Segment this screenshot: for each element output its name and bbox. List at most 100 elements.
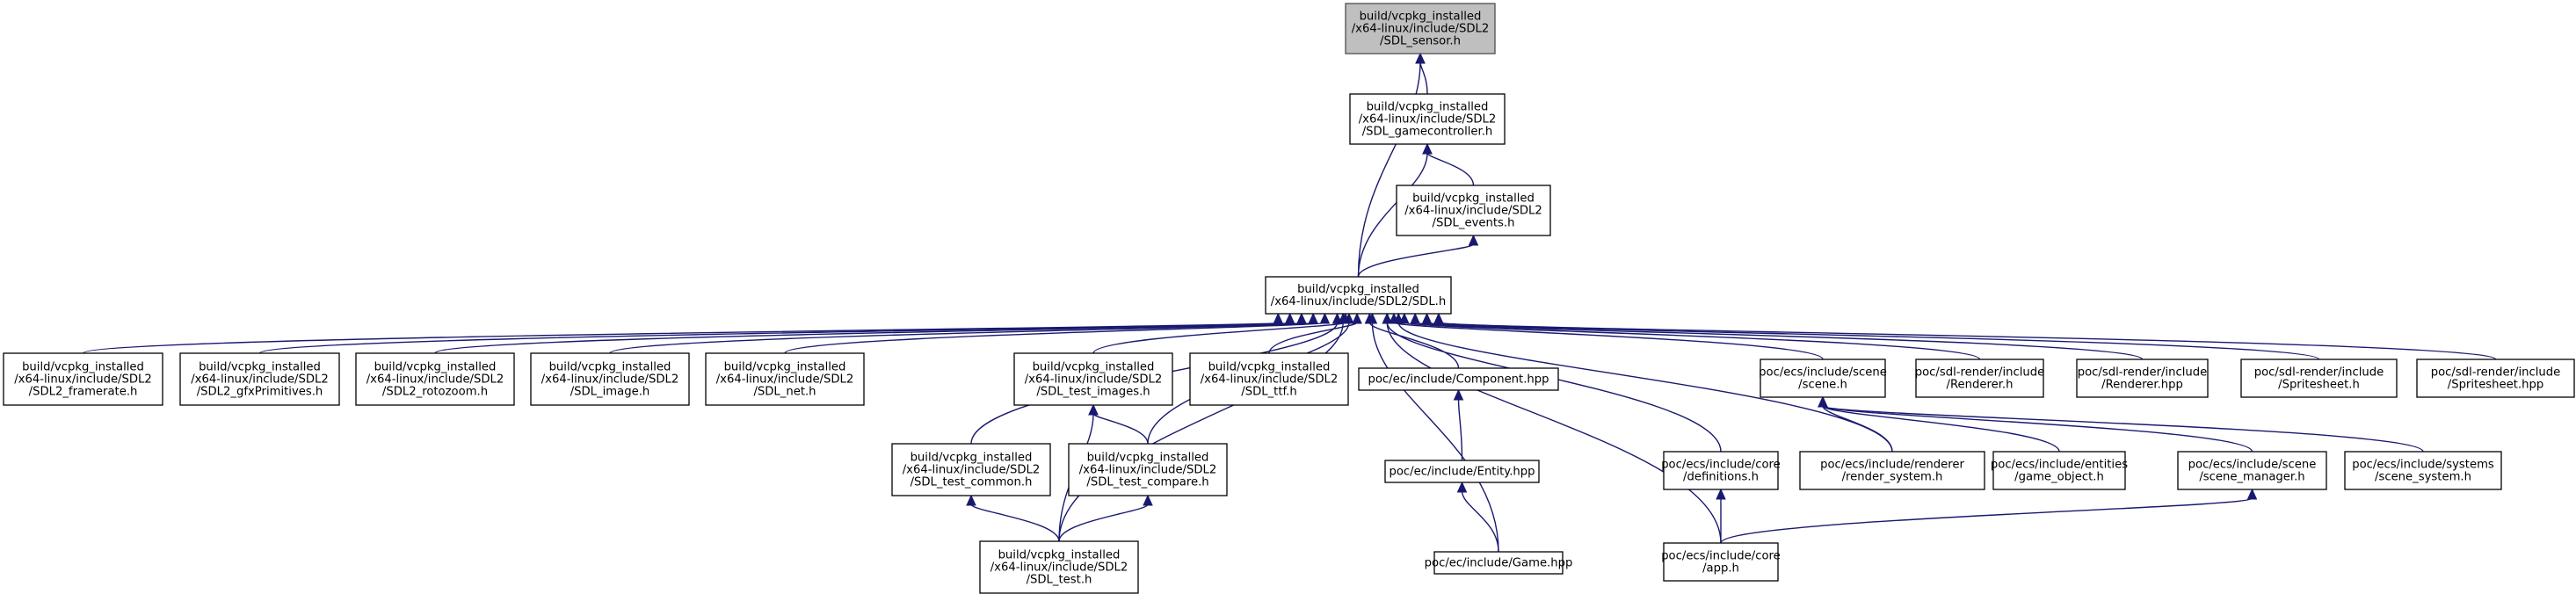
arrowhead-rotozoom-to-sdl: [1296, 312, 1307, 324]
arrowhead-sdl_test-to-test_common: [966, 494, 976, 506]
node-sensor[interactable]: build/vcpkg_installed/x64-linux/include/…: [1345, 3, 1496, 54]
node-gfx[interactable]: build/vcpkg_installed/x64-linux/include/…: [179, 352, 340, 406]
node-label-renderer_hpp-line-1: /Renderer.hpp: [2101, 379, 2183, 392]
node-events[interactable]: build/vcpkg_installed/x64-linux/include/…: [1396, 185, 1551, 236]
arrowhead-sdl-to-sensor: [1415, 52, 1426, 64]
node-box-test_images: [1013, 352, 1173, 406]
node-label-scene-line-0: poc/ecs/include/scene: [1759, 366, 1887, 380]
node-label-events-line-2: /SDL_events.h: [1433, 217, 1515, 230]
node-sdl_test[interactable]: build/vcpkg_installed/x64-linux/include/…: [979, 540, 1139, 594]
edge-gamecontroller-includes-sensor: [1419, 62, 1428, 95]
node-box-gfx: [179, 352, 340, 406]
node-ttf[interactable]: build/vcpkg_installed/x64-linux/include/…: [1189, 352, 1349, 406]
node-scene_system[interactable]: poc/ecs/include/systems/scene_system.h: [2344, 451, 2502, 490]
node-label-gfx-line-0: build/vcpkg_installed: [199, 361, 321, 374]
node-renderer_hpp[interactable]: poc/sdl-render/include/Renderer.hpp: [2076, 359, 2209, 398]
node-label-render_system-line-0: poc/ecs/include/renderer: [1820, 459, 1964, 472]
node-box-component: [1358, 367, 1559, 391]
node-box-sensor: [1345, 3, 1496, 54]
node-box-game: [1433, 551, 1564, 575]
edge-sdl_test-includes-sdl: [1058, 322, 1344, 542]
node-label-spritesheet_h-line-0: poc/sdl-render/include: [2254, 366, 2384, 380]
node-label-definitions-line-0: poc/ecs/include/core: [1661, 459, 1781, 472]
node-spritesheet_h[interactable]: poc/sdl-render/include/Spritesheet.h: [2240, 359, 2398, 398]
node-box-game_object: [1992, 451, 2126, 490]
edge-spritesheet_h-includes-sdl: [1426, 322, 2320, 360]
node-label-framerate-line-1: /x64-linux/include/SDL2: [14, 373, 152, 387]
node-label-sensor-line-0: build/vcpkg_installed: [1360, 11, 1482, 24]
node-framerate[interactable]: build/vcpkg_installed/x64-linux/include/…: [3, 352, 163, 406]
edge-game-includes-sdl: [1371, 322, 1499, 553]
node-test_common[interactable]: build/vcpkg_installed/x64-linux/include/…: [891, 443, 1051, 496]
node-label-test_common-line-0: build/vcpkg_installed: [911, 452, 1033, 465]
arrowhead-game-to-sdl: [1367, 312, 1378, 324]
node-label-rotozoom-line-1: /x64-linux/include/SDL2: [366, 373, 504, 387]
node-label-spritesheet_h-line-1: /Spritesheet.h: [2278, 379, 2360, 392]
node-label-events-line-0: build/vcpkg_installed: [1412, 192, 1535, 206]
node-box-scene_system: [2344, 451, 2502, 490]
node-image[interactable]: build/vcpkg_installed/x64-linux/include/…: [530, 352, 690, 406]
node-label-app-line-0: poc/ecs/include/core: [1661, 550, 1781, 563]
edge-sdl-includes-events: [1357, 243, 1475, 278]
arrowhead-framerate-to-sdl: [1273, 312, 1284, 324]
node-test_compare[interactable]: build/vcpkg_installed/x64-linux/include/…: [1068, 443, 1228, 496]
node-label-gfx-line-2: /SDL2_gfxPrimitives.h: [197, 386, 323, 399]
node-game_object[interactable]: poc/ecs/include/entities/game_object.h: [1991, 451, 2128, 490]
node-label-entity-line-0: poc/ec/include/Entity.hpp: [1389, 466, 1535, 479]
node-renderer_h[interactable]: poc/sdl-render/include/Renderer.h: [1915, 359, 2045, 398]
edge-spritesheet_hpp-includes-sdl: [1438, 322, 2497, 360]
node-label-scene_system-line-0: poc/ecs/include/systems: [2352, 459, 2494, 472]
node-label-rotozoom-line-2: /SDL2_rotozoom.h: [382, 386, 488, 399]
node-definitions[interactable]: poc/ecs/include/core/definitions.h: [1661, 451, 1781, 490]
node-box-gamecontroller: [1349, 93, 1506, 145]
node-sdl[interactable]: build/vcpkg_installed/x64-linux/include/…: [1265, 276, 1452, 315]
edges-layer: [82, 52, 2497, 553]
node-label-spritesheet_hpp-line-1: /Spritesheet.hpp: [2448, 379, 2543, 392]
node-label-scene_manager-line-0: poc/ecs/include/scene: [2188, 459, 2317, 472]
node-label-image-line-1: /x64-linux/include/SDL2: [541, 373, 679, 387]
arrowhead-scene_system-to-scene: [1818, 395, 1828, 408]
edge-sdl_test-includes-test_common: [970, 503, 1060, 542]
arrowhead-gfx-to-sdl: [1284, 312, 1295, 324]
edge-net-includes-sdl: [784, 322, 1326, 354]
node-box-rotozoom: [355, 352, 515, 406]
node-label-image-line-0: build/vcpkg_installed: [549, 361, 671, 374]
node-box-renderer_h: [1915, 359, 2044, 398]
node-scene[interactable]: poc/ecs/include/scene/scene.h: [1759, 359, 1887, 398]
node-test_images[interactable]: build/vcpkg_installed/x64-linux/include/…: [1013, 352, 1173, 406]
edge-renderer_h-includes-sdl: [1404, 322, 1981, 360]
node-label-sdl_test-line-1: /x64-linux/include/SDL2: [990, 561, 1128, 575]
edge-app-includes-sdl: [1386, 322, 1722, 544]
node-scene_manager[interactable]: poc/ecs/include/scene/scene_manager.h: [2177, 451, 2327, 490]
node-label-ttf-line-1: /x64-linux/include/SDL2: [1201, 373, 1339, 387]
node-label-component-line-0: poc/ec/include/Component.hpp: [1368, 373, 1549, 387]
node-render_system[interactable]: poc/ecs/include/renderer/render_system.h: [1799, 451, 1985, 490]
node-spritesheet_hpp[interactable]: poc/sdl-render/include/Spritesheet.hpp: [2416, 359, 2575, 398]
node-entity[interactable]: poc/ec/include/Entity.hpp: [1384, 460, 1540, 483]
node-game[interactable]: poc/ec/include/Game.hpp: [1425, 551, 1573, 575]
arrowhead-app-to-scene_manager: [2246, 488, 2258, 500]
node-box-test_common: [891, 443, 1051, 496]
node-label-game_object-line-1: /game_object.h: [2014, 471, 2104, 484]
node-label-test_images-line-2: /SDL_test_images.h: [1036, 386, 1150, 399]
arrowhead-render_system-to-sdl: [1393, 312, 1404, 324]
node-box-test_compare: [1068, 443, 1228, 496]
node-label-app-line-1: /app.h: [1702, 562, 1739, 576]
edge-rotozoom-includes-sdl: [434, 322, 1303, 354]
nodes-layer: build/vcpkg_installed/x64-linux/include/…: [3, 3, 2575, 594]
edge-render_system-includes-scene: [1822, 405, 1893, 453]
node-label-gamecontroller-line-0: build/vcpkg_installed: [1367, 101, 1489, 114]
arrowhead-image-to-sdl: [1308, 312, 1318, 324]
edge-scene_system-includes-scene: [1822, 405, 2424, 453]
node-app[interactable]: poc/ecs/include/core/app.h: [1661, 542, 1781, 582]
node-label-framerate-line-0: build/vcpkg_installed: [22, 361, 144, 374]
edge-entity-includes-component: [1457, 398, 1463, 461]
edge-renderer_hpp-includes-sdl: [1414, 322, 2144, 360]
node-label-net-line-0: build/vcpkg_installed: [724, 361, 846, 374]
node-rotozoom[interactable]: build/vcpkg_installed/x64-linux/include/…: [355, 352, 515, 406]
arrowhead-spritesheet_hpp-to-sdl: [1433, 312, 1444, 324]
node-gamecontroller[interactable]: build/vcpkg_installed/x64-linux/include/…: [1349, 93, 1506, 145]
node-net[interactable]: build/vcpkg_installed/x64-linux/include/…: [705, 352, 865, 406]
node-component[interactable]: poc/ec/include/Component.hpp: [1358, 367, 1559, 391]
